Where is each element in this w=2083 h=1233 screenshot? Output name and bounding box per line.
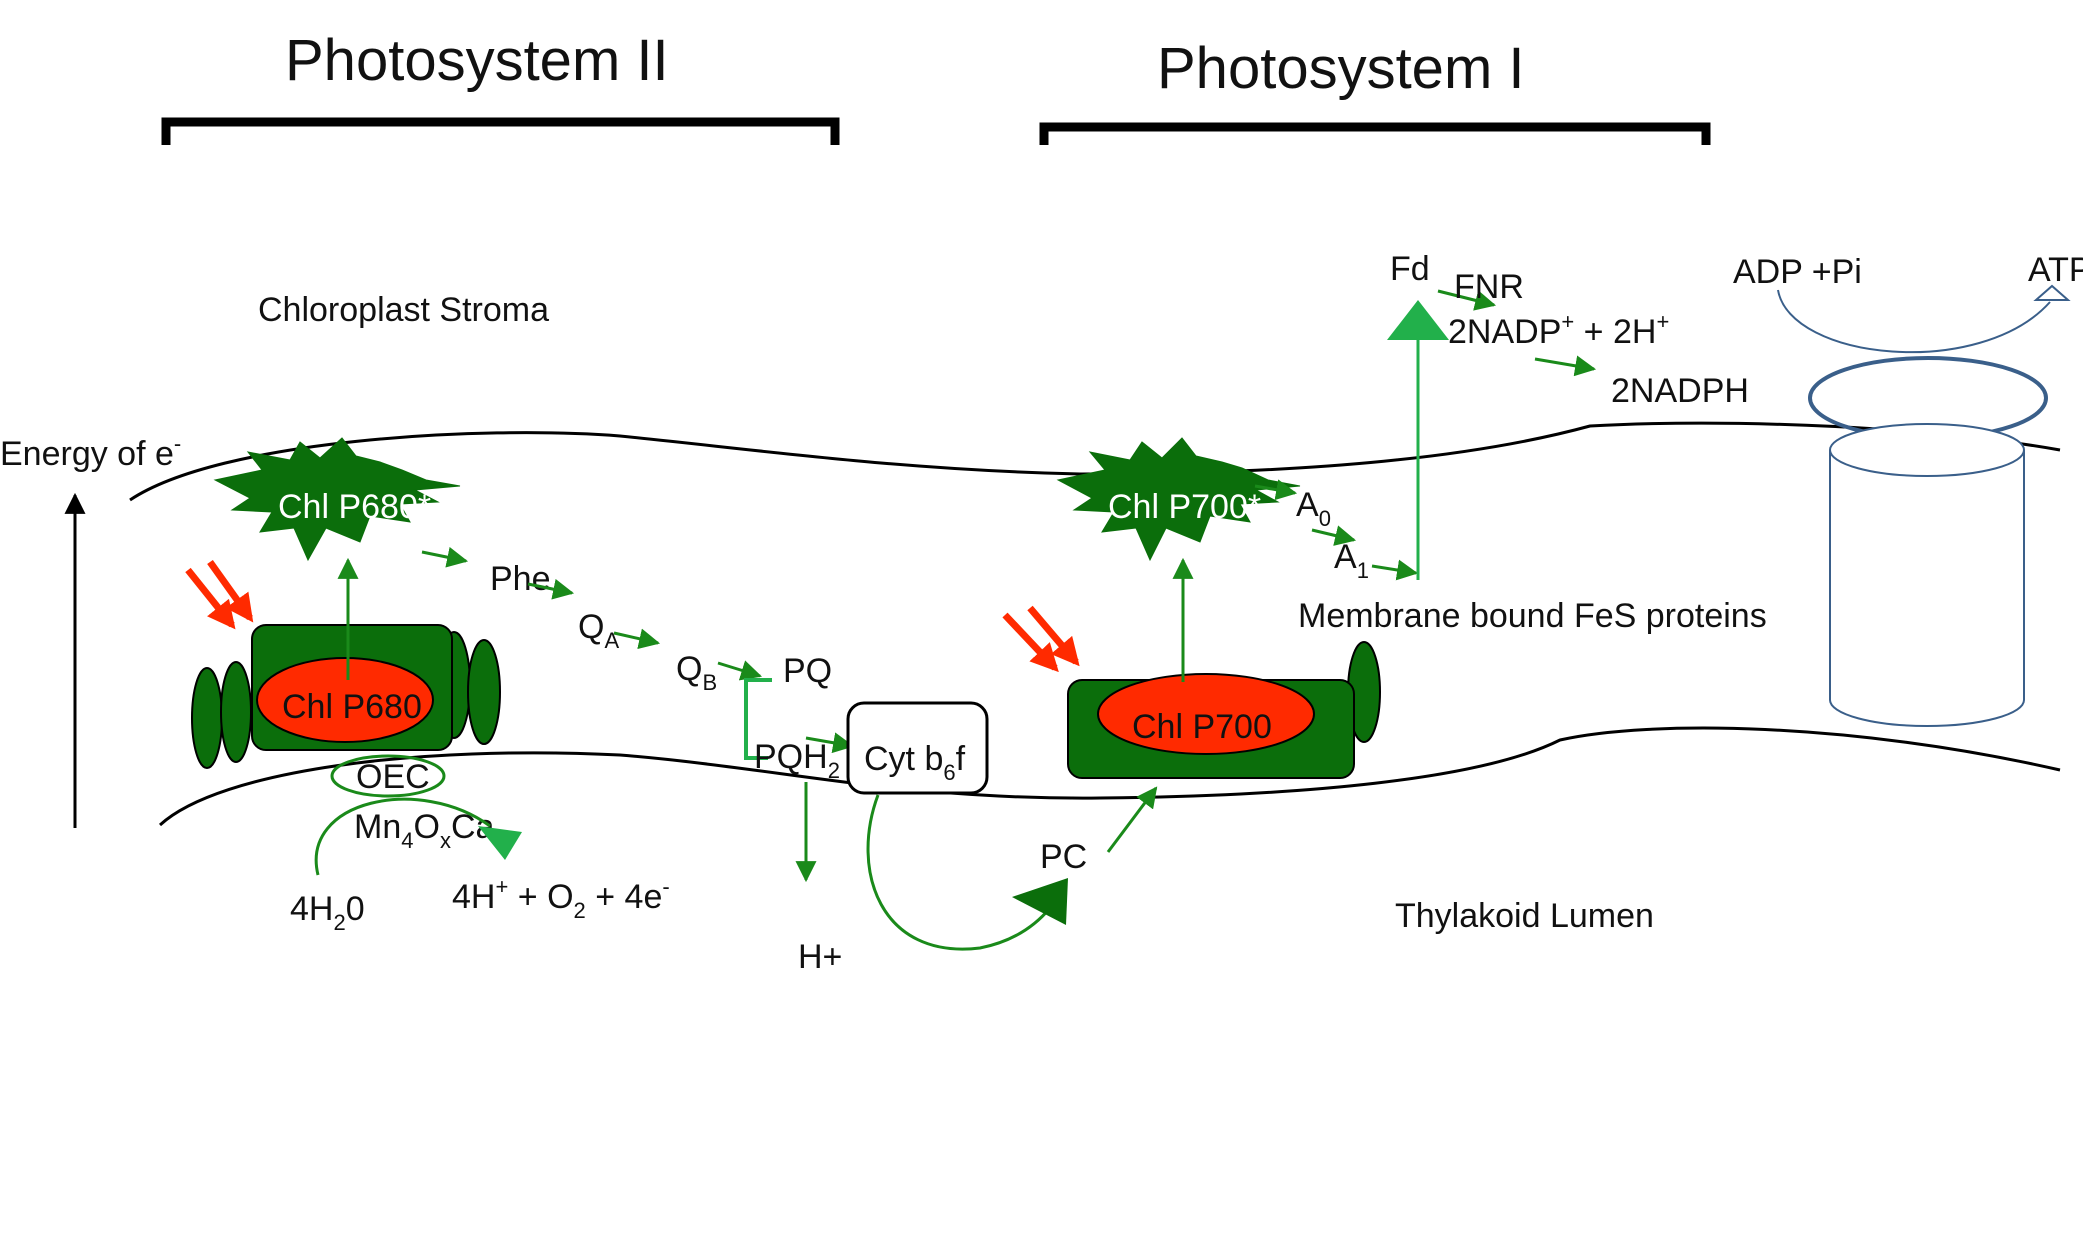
atp-synthase-stalk-top (1829, 423, 2025, 477)
p700-excited-label: Chl P700* (1108, 488, 1261, 526)
cyt-b6f-label: Cyt b6f (864, 740, 966, 785)
p680-center-label: Chl P680 (282, 688, 422, 726)
p680-center (256, 657, 434, 743)
mn-cluster-label: Mn4OxCa (354, 808, 494, 853)
light-arrow-ps1-2 (1027, 605, 1080, 667)
ps1-bracket (1039, 122, 1711, 145)
qb-label: QB (676, 650, 717, 695)
p700-to-a0-arrow (1254, 479, 1298, 501)
fnr-label: FNR (1454, 268, 1524, 306)
pqh2-label: PQH2 (754, 738, 840, 783)
fd-label: Fd (1390, 250, 1430, 288)
ps1-title: Photosystem I (1157, 36, 1524, 101)
a0-label: A0 (1296, 486, 1331, 531)
nadp-to-nadph-arrow (1534, 355, 1597, 377)
water-splitting-arrowhead (478, 826, 522, 860)
p700-center (1097, 673, 1315, 755)
fes-to-fd-arrowhead (1387, 300, 1449, 340)
p700-center-label: Chl P700 (1132, 708, 1272, 746)
water-products-label: 4H+ + O2 + 4e- (452, 874, 670, 923)
ps2-antenna-left-2 (220, 661, 252, 763)
nadph-label: 2NADPH (1611, 372, 1749, 410)
ps2-antenna-right-2 (467, 639, 501, 745)
membrane-top (129, 421, 2061, 502)
phe-label: Phe (490, 560, 551, 598)
oec-ellipse (330, 754, 446, 798)
water-label: 4H20 (290, 890, 365, 935)
oec-label: OEC (356, 758, 430, 796)
cyt-to-pc-arrowhead (1012, 878, 1068, 925)
water-splitting-arrow (314, 797, 491, 876)
pc-label: PC (1040, 838, 1087, 876)
a1-label: A1 (1334, 538, 1369, 583)
a0-to-a1-arrow (1311, 525, 1357, 546)
membrane-bottom (158, 726, 2061, 827)
qa-to-qb-arrow (613, 628, 661, 650)
p680-excited-label: Chl P680* (278, 488, 431, 526)
ps2-title: Photosystem II (285, 28, 669, 93)
ps2-bracket (161, 117, 840, 145)
atp-synthesis-arrowhead (2033, 284, 2071, 301)
ps2-antenna-left-1 (191, 667, 223, 769)
light-arrow-ps2-1 (185, 567, 236, 630)
fd-to-fnr-arrow (1437, 289, 1497, 311)
atp-synthase-stalk (1829, 450, 2025, 727)
cyt-to-pc-arrow (866, 794, 1052, 951)
p680-excited-star (213, 437, 461, 562)
light-arrow-ps2-2 (207, 559, 254, 623)
atp-synthesis-arc (1777, 289, 2051, 354)
a1-to-fes-arrow (1371, 559, 1419, 581)
atp-label: ATP (2028, 251, 2083, 289)
light-arrow-ps1-1 (1002, 612, 1059, 673)
cyt-b6f-box (846, 701, 989, 795)
pc-to-p700-arrow (1106, 786, 1158, 853)
phe-to-qa-arrow (527, 578, 575, 600)
proton-label: H+ (798, 938, 842, 976)
qa-label: QA (578, 608, 619, 653)
pq-label: PQ (783, 652, 832, 690)
nadp-label: 2NADP+ + 2H+ (1448, 309, 1669, 351)
qb-to-pq-arrow (717, 660, 763, 681)
adp-label: ADP +Pi (1733, 253, 1862, 291)
fes-label: Membrane bound FeS proteins (1298, 597, 1767, 635)
stroma-label: Chloroplast Stroma (258, 291, 549, 329)
pq-reduction-bracket (744, 678, 772, 760)
lumen-label: Thylakoid Lumen (1395, 897, 1654, 935)
energy-axis-label: Energy of e- (0, 431, 181, 473)
pqh2-to-cyt-arrow (805, 732, 855, 754)
p700-excited-star (1056, 437, 1301, 562)
p680-to-phe-arrow (421, 546, 469, 568)
